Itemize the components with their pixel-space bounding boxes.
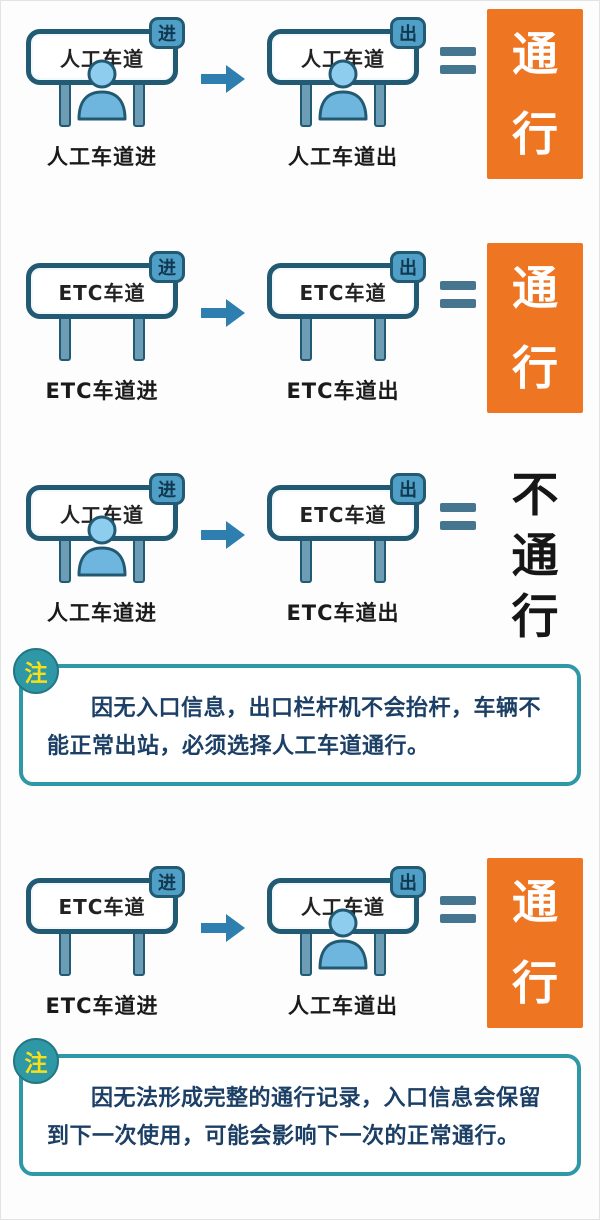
scenario-row-2: ETC车道 进 ETC车道进 ETC车道 出 ETC车道出 通行 [11, 243, 589, 413]
arrow-icon [200, 913, 245, 942]
lane-sign-board: ETC车道 出 [267, 251, 426, 319]
sign-leg [59, 537, 71, 583]
arrow-icon [200, 521, 245, 549]
sign-leg [133, 537, 145, 583]
note-badge: 注 [13, 648, 59, 695]
sign-caption: ETC车道出 [286, 379, 400, 403]
sign-leg [374, 537, 386, 583]
sign-caption: ETC车道进 [45, 993, 159, 1018]
lane-sign-exit: 人工车道 出 人工车道出 [258, 15, 428, 171]
result-text: 通行 [512, 26, 558, 162]
lane-sign-entry: ETC车道 进 ETC车道进 [17, 864, 187, 1020]
note-text: 因无法形成完整的通行记录，入口信息会保留到下一次使用，可能会影响下一次的正常通行… [47, 1085, 542, 1149]
lane-sign-board: ETC车道 进 [26, 865, 185, 934]
scenario-row-1: 人工车道 进 人工车道进 人工车道 出 人工 [11, 9, 589, 179]
infographic: 人工车道 进 人工车道进 人工车道 出 人工 [1, 1, 599, 1176]
result-pass: 通行 [487, 857, 583, 1028]
lane-name: ETC车道 [58, 280, 146, 305]
equals-sign [439, 47, 476, 74]
result-pass: 通行 [487, 243, 583, 413]
note-box-2: 注 因无法形成完整的通行记录，入口信息会保留到下一次使用，可能会影响下一次的正常… [13, 1037, 581, 1176]
lane-name: ETC车道 [299, 280, 387, 305]
sign-leg [374, 315, 386, 361]
sign-leg [300, 315, 312, 361]
result-text: 通行 [512, 875, 558, 1010]
result-text: 通行 [512, 260, 558, 396]
sign-leg [133, 315, 145, 361]
sign-leg [133, 929, 145, 976]
person-icon [318, 59, 368, 121]
sign-caption: 人工车道进 [47, 601, 157, 625]
exit-badge: 出 [390, 251, 426, 283]
scenario-row-4: ETC车道 进 ETC车道进 人工车道 出 人工车道出 通行 [11, 857, 589, 1028]
sign-caption: 人工车道出 [288, 993, 398, 1018]
sign-leg [374, 929, 386, 976]
scenario-row-3: 人工车道 进 人工车道进 ETC车道 出 ETC车道出 不通行 [11, 468, 589, 648]
person-icon [77, 59, 127, 121]
sign-caption: 人工车道出 [288, 145, 398, 169]
lane-sign-exit: 人工车道 出 人工车道出 [258, 864, 428, 1020]
lane-sign-entry: 人工车道 进 人工车道进 [17, 15, 187, 171]
sign-leg [59, 81, 71, 127]
entry-badge: 进 [149, 17, 185, 49]
note-box-1: 注 因无入口信息，出口栏杆机不会抬杆，车辆不能正常出站，必须选择人工车道通行。 [13, 648, 581, 786]
person-icon [318, 908, 368, 970]
lane-sign-entry: 人工车道 进 人工车道进 [17, 471, 187, 627]
lane-sign-board: 人工车道 进 [26, 17, 185, 85]
sign-leg [374, 81, 386, 127]
entry-badge: 进 [149, 473, 185, 505]
sign-caption: ETC车道出 [286, 601, 400, 625]
lane-sign-board: ETC车道 出 [267, 473, 426, 541]
sign-leg [300, 537, 312, 583]
note-badge: 注 [13, 1037, 59, 1084]
lane-sign-entry: ETC车道 进 ETC车道进 [17, 249, 187, 405]
lane-sign-board: ETC车道 进 [26, 251, 185, 319]
result-text: 不通行 [511, 468, 559, 646]
result-pass: 通行 [487, 9, 583, 179]
exit-badge: 出 [390, 865, 426, 898]
sign-leg [300, 81, 312, 127]
sign-caption: ETC车道进 [45, 379, 159, 403]
sign-leg [133, 81, 145, 127]
sign-leg [59, 315, 71, 361]
note-text: 因无入口信息，出口栏杆机不会抬杆，车辆不能正常出站，必须选择人工车道通行。 [47, 696, 542, 760]
entry-badge: 进 [149, 251, 185, 283]
equals-sign [439, 503, 476, 530]
sign-leg [59, 929, 71, 976]
person-icon [77, 515, 127, 577]
result-no-pass: 不通行 [487, 465, 583, 648]
exit-badge: 出 [390, 17, 426, 49]
lane-sign-exit: ETC车道 出 ETC车道出 [258, 471, 428, 627]
arrow-icon [200, 299, 245, 327]
lane-name: ETC车道 [58, 895, 146, 920]
lane-sign-board: 人工车道 出 [267, 17, 426, 85]
entry-badge: 进 [149, 865, 185, 898]
lane-sign-board: 人工车道 出 [267, 865, 426, 934]
lane-sign-exit: ETC车道 出 ETC车道出 [258, 249, 428, 405]
lane-name: ETC车道 [299, 502, 387, 527]
sign-caption: 人工车道进 [47, 145, 157, 169]
equals-sign [439, 895, 476, 923]
equals-sign [439, 281, 476, 308]
sign-leg [300, 929, 312, 976]
exit-badge: 出 [390, 473, 426, 505]
arrow-icon [200, 65, 245, 93]
